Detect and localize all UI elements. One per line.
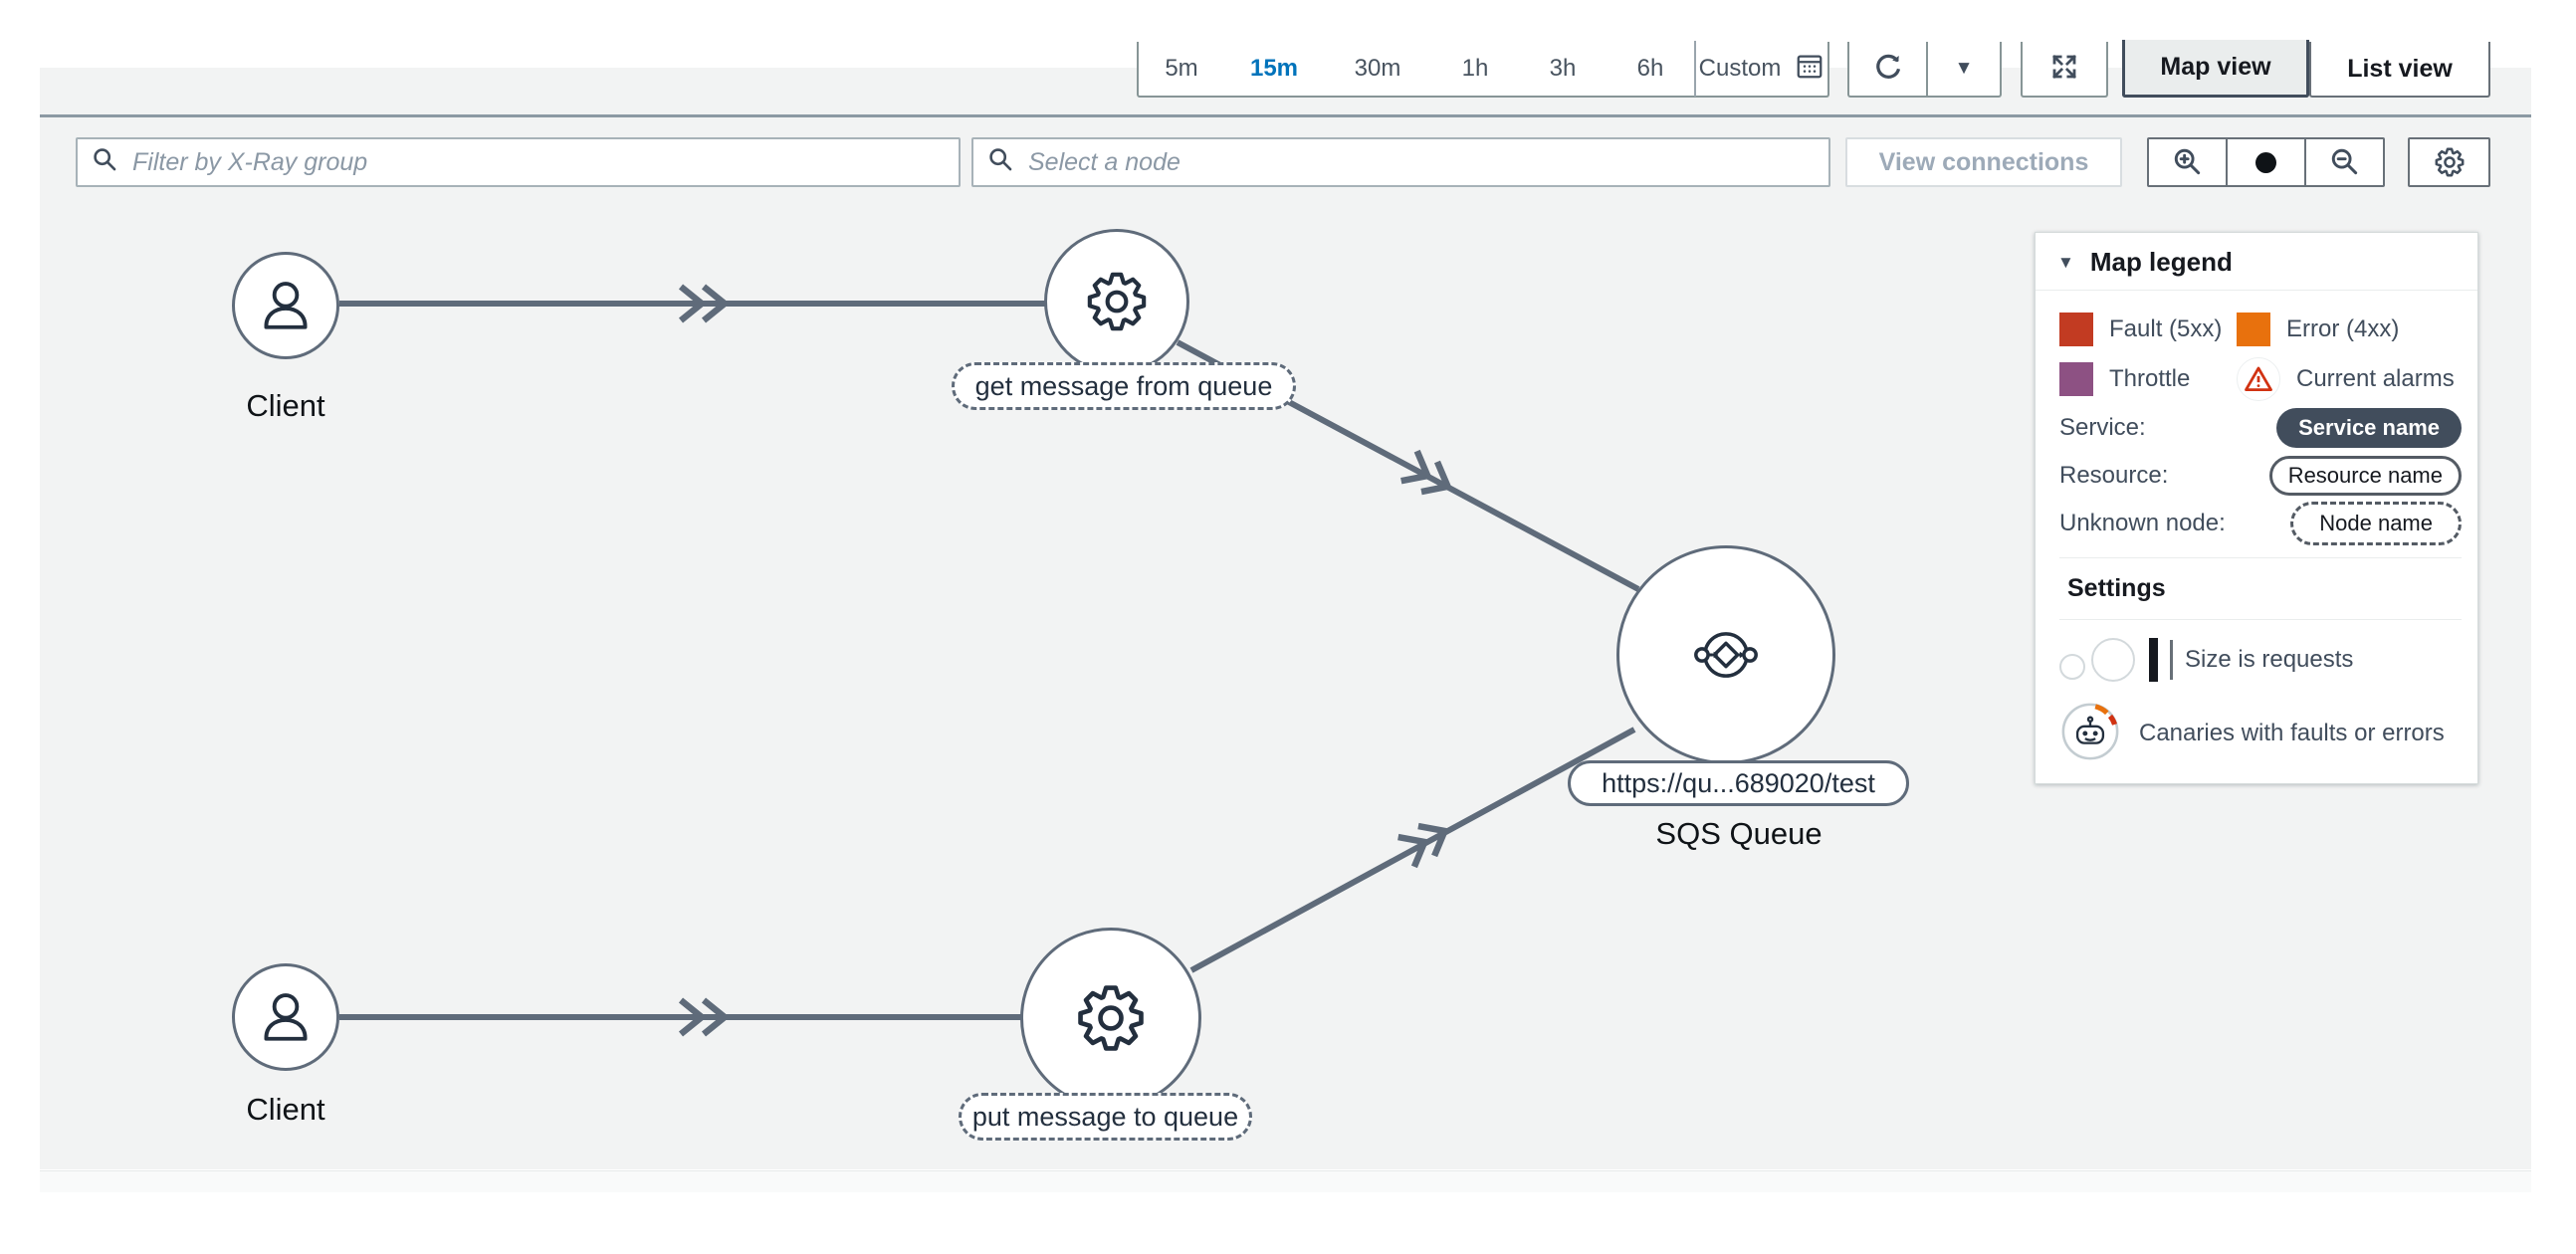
- resource-name-pill: Resource name: [2268, 456, 2462, 496]
- service-name-pill: Service name: [2276, 408, 2462, 448]
- chevron-down-icon: ▼: [1954, 58, 1974, 79]
- legend-divider: [2059, 619, 2462, 620]
- zoom-in-icon: [2174, 148, 2200, 175]
- zoom-reset-button[interactable]: [2226, 137, 2306, 187]
- map-view-toggle[interactable]: Map view: [2122, 40, 2309, 98]
- canary-icon: [2059, 701, 2121, 767]
- map-legend-header[interactable]: ▼ Map legend: [2036, 233, 2477, 291]
- collapse-triangle-icon: ▼: [2057, 252, 2074, 272]
- node-label-client-top: Client: [246, 388, 325, 423]
- expand-icon: [2048, 51, 2080, 88]
- search-icon: [92, 146, 118, 178]
- gear-icon: [1078, 985, 1144, 1051]
- service-type-label: Service:: [2059, 414, 2146, 441]
- user-icon: [264, 282, 308, 329]
- fault-color-swatch: [2059, 313, 2093, 346]
- zoom-in-button[interactable]: [2147, 137, 2228, 187]
- size-is-requests-label: Size is requests: [2185, 646, 2354, 673]
- node-label-client-bottom: Client: [246, 1092, 325, 1127]
- time-range-6h[interactable]: 6h: [1636, 55, 1664, 82]
- time-range-30m[interactable]: 30m: [1354, 55, 1401, 82]
- node-label-sqs-queue: SQS Queue: [1655, 816, 1823, 851]
- node-put-message-to-queue[interactable]: [1020, 928, 1201, 1109]
- node-select[interactable]: [971, 137, 1830, 187]
- zoom-out-button[interactable]: [2304, 137, 2385, 187]
- time-range-custom[interactable]: Custom: [1696, 42, 1827, 96]
- view-connections-label: View connections: [1878, 147, 2089, 176]
- time-control-divider: [1694, 41, 1696, 97]
- map-settings-button[interactable]: [2408, 137, 2490, 187]
- list-view-label: List view: [2347, 54, 2453, 83]
- alarm-triangle-icon: [2237, 357, 2280, 401]
- xray-group-filter-input[interactable]: [132, 147, 945, 177]
- time-range-segmented-control: 5m 15m 30m 1h 3h 6h Custom: [1137, 41, 1829, 98]
- custom-range-label: Custom: [1698, 55, 1782, 82]
- error-label: Error (4xx): [2286, 315, 2400, 342]
- node-pill-get-message-from-queue[interactable]: get message from queue: [952, 362, 1296, 410]
- error-color-swatch: [2237, 313, 2270, 346]
- map-footer-band: [40, 1170, 2531, 1192]
- toolbar-divider: [40, 114, 2531, 117]
- canaries-label: Canaries with faults or errors: [2139, 720, 2445, 746]
- time-range-5m[interactable]: 5m: [1165, 55, 1198, 82]
- view-connections-button[interactable]: View connections: [1845, 137, 2122, 187]
- unknown-node-type-label: Unknown node:: [2059, 510, 2226, 536]
- node-select-input[interactable]: [1028, 147, 1815, 177]
- node-client-top[interactable]: [232, 252, 339, 359]
- time-range-15m[interactable]: 15m: [1249, 55, 1299, 82]
- refresh-button[interactable]: [1847, 42, 1928, 98]
- list-view-toggle[interactable]: List view: [2309, 42, 2490, 98]
- node-client-bottom[interactable]: [232, 963, 339, 1071]
- sqs-queue-icon: [1694, 632, 1758, 678]
- node-get-message-from-queue[interactable]: [1044, 229, 1189, 374]
- user-icon: [264, 993, 308, 1041]
- zoom-out-icon: [2331, 148, 2357, 175]
- refresh-options-dropdown[interactable]: ▼: [1926, 42, 2002, 98]
- time-range-3h[interactable]: 3h: [1549, 55, 1577, 82]
- resource-type-label: Resource:: [2059, 462, 2169, 489]
- node-name-pill: Node name: [2290, 502, 2462, 545]
- map-legend-title: Map legend: [2089, 247, 2233, 277]
- zoom-control-group: [2147, 137, 2385, 187]
- node-sqs-queue[interactable]: [1616, 545, 1835, 764]
- throttle-color-swatch: [2059, 362, 2093, 396]
- settings-heading: Settings: [2067, 574, 2166, 602]
- zoom-reset-dot-icon: [2255, 151, 2276, 173]
- time-range-1h[interactable]: 1h: [1461, 55, 1489, 82]
- node-pill-sqs-resource-url[interactable]: https://qu...689020/test: [1568, 760, 1909, 806]
- current-alarms-label: Current alarms: [2296, 365, 2455, 392]
- search-icon: [987, 146, 1014, 178]
- calendar-icon: [1795, 51, 1825, 88]
- map-legend-panel: ▼ Map legend Fault (5xx) Error (4xx) Thr…: [2035, 232, 2478, 784]
- map-view-label: Map view: [2160, 53, 2271, 81]
- refresh-icon: [1871, 50, 1905, 89]
- throttle-label: Throttle: [2109, 365, 2191, 392]
- fullscreen-expand-button[interactable]: [2021, 42, 2108, 98]
- size-legend-icon: [2059, 638, 2173, 682]
- xray-group-filter[interactable]: [76, 137, 961, 187]
- node-pill-put-message-to-queue[interactable]: put message to queue: [959, 1093, 1252, 1141]
- gear-icon: [2435, 147, 2464, 177]
- fault-label: Fault (5xx): [2109, 315, 2223, 342]
- gear-icon: [1087, 272, 1147, 331]
- legend-divider: [2059, 557, 2462, 558]
